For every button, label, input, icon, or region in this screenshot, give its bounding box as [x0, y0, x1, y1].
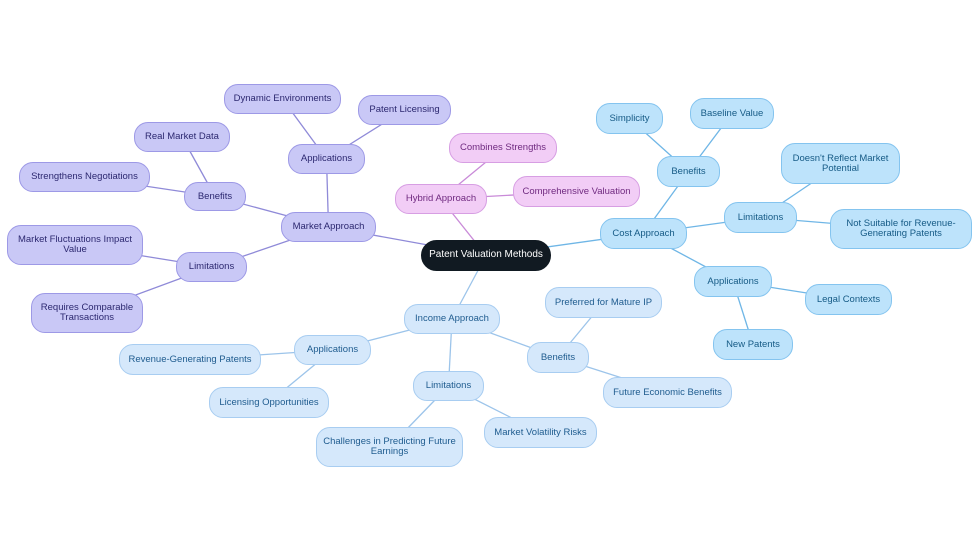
not-suitable-node[interactable]: Not Suitable for Revenue-Generating Pate…	[830, 209, 972, 249]
baseline-value-node[interactable]: Baseline Value	[690, 98, 774, 129]
new-patents-node[interactable]: New Patents	[713, 329, 793, 360]
preferred-mature-node[interactable]: Preferred for Mature IP	[545, 287, 662, 318]
market-volatility-node[interactable]: Market Volatility Risks	[484, 417, 597, 448]
market-applications-node[interactable]: Applications	[288, 144, 365, 174]
comprehensive-valuation-node[interactable]: Comprehensive Valuation	[513, 176, 640, 207]
market-benefits-node[interactable]: Benefits	[184, 182, 246, 211]
market-limitations-node[interactable]: Limitations	[176, 252, 247, 282]
doesnt-reflect-node[interactable]: Doesn't Reflect Market Potential	[781, 143, 900, 184]
hybrid-approach-node[interactable]: Hybrid Approach	[395, 184, 487, 214]
simplicity-node[interactable]: Simplicity	[596, 103, 663, 134]
market-fluctuations-node[interactable]: Market Fluctuations Impact Value	[7, 225, 143, 265]
income-limitations-node[interactable]: Limitations	[413, 371, 484, 401]
income-applications-node[interactable]: Applications	[294, 335, 371, 365]
market-approach-node[interactable]: Market Approach	[281, 212, 376, 242]
challenges-predicting-node[interactable]: Challenges in Predicting Future Earnings	[316, 427, 463, 467]
cost-applications-node[interactable]: Applications	[694, 266, 772, 297]
dynamic-environments-node[interactable]: Dynamic Environments	[224, 84, 341, 114]
strengthens-negotiations-node[interactable]: Strengthens Negotiations	[19, 162, 150, 192]
cost-benefits-node[interactable]: Benefits	[657, 156, 720, 187]
cost-approach-node[interactable]: Cost Approach	[600, 218, 687, 249]
cost-limitations-node[interactable]: Limitations	[724, 202, 797, 233]
future-economic-node[interactable]: Future Economic Benefits	[603, 377, 732, 408]
legal-contexts-node[interactable]: Legal Contexts	[805, 284, 892, 315]
combines-strengths-node[interactable]: Combines Strengths	[449, 133, 557, 163]
income-benefits-node[interactable]: Benefits	[527, 342, 589, 373]
licensing-opportunities-node[interactable]: Licensing Opportunities	[209, 387, 329, 418]
real-market-data-node[interactable]: Real Market Data	[134, 122, 230, 152]
requires-comparable-node[interactable]: Requires Comparable Transactions	[31, 293, 143, 333]
income-approach-node[interactable]: Income Approach	[404, 304, 500, 334]
patent-licensing-node[interactable]: Patent Licensing	[358, 95, 451, 125]
revenue-generating-node[interactable]: Revenue-Generating Patents	[119, 344, 261, 375]
root-node[interactable]: Patent Valuation Methods	[421, 240, 551, 271]
